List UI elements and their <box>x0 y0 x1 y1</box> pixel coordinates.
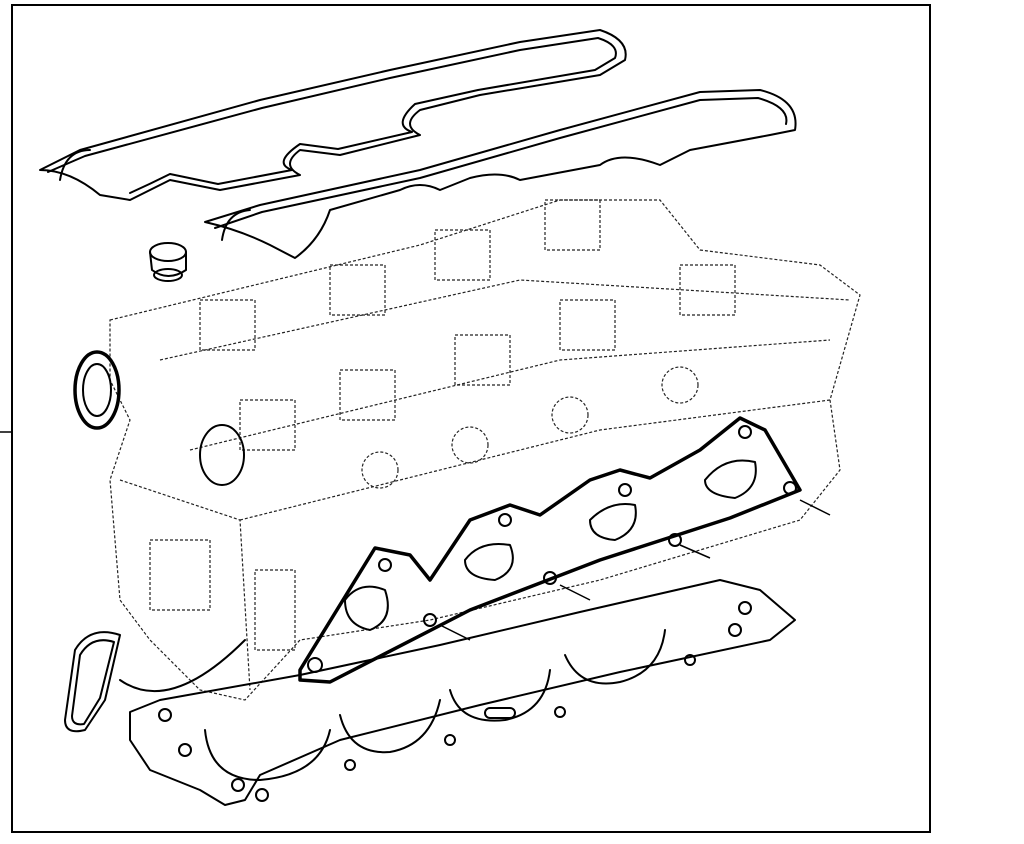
camshaft-bore <box>199 424 245 486</box>
diagram-border <box>11 4 931 833</box>
studs <box>439 499 831 641</box>
cylinder-head <box>109 199 861 701</box>
camshaft-seal <box>73 350 121 430</box>
thermostat-housing-gasket <box>64 631 246 733</box>
spark-plug-tube-seal <box>149 242 187 282</box>
cylinder-head-gasket <box>129 579 796 806</box>
valve-cover-gasket-lower <box>204 89 797 259</box>
valve-cover-gasket-upper <box>39 29 627 201</box>
exhaust-manifold-gasket <box>298 416 831 684</box>
